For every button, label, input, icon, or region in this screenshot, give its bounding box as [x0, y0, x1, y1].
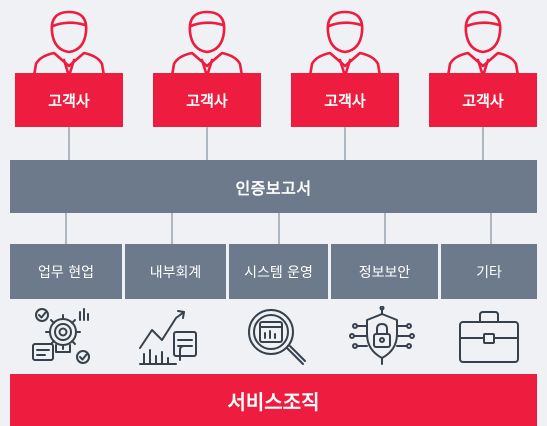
- connector-line: [171, 213, 173, 244]
- service-box-internal-accounting: 내부회계: [125, 244, 226, 299]
- service-organization-bar: 서비스조직: [10, 374, 537, 426]
- connector-line: [384, 213, 386, 244]
- connector-line: [68, 127, 70, 160]
- connector-line: [65, 213, 67, 244]
- connector-line: [344, 127, 346, 160]
- client-box-3: 고객사: [291, 73, 399, 127]
- process-gear-icon: [30, 306, 96, 368]
- report-bar: 인증보고서: [10, 160, 537, 213]
- client-box-1: 고객사: [15, 73, 123, 127]
- service-box-system-operation: 시스템 운영: [229, 244, 328, 299]
- security-lock-circuit-icon: [349, 306, 415, 368]
- connector-line: [490, 213, 492, 244]
- service-box-information-security: 정보보안: [331, 244, 438, 299]
- connector-line: [482, 127, 484, 160]
- connector-line: [206, 127, 208, 160]
- client-box-4: 고객사: [429, 73, 537, 127]
- person-icon: [30, 6, 108, 76]
- person-icon: [168, 6, 246, 76]
- growth-chart-icon: [136, 306, 202, 368]
- service-box-other: 기타: [441, 244, 537, 299]
- magnifier-report-icon: [243, 306, 309, 368]
- client-box-2: 고객사: [153, 73, 261, 127]
- person-icon: [444, 6, 522, 76]
- service-box-business: 업무 현업: [10, 244, 122, 299]
- briefcase-icon: [456, 306, 522, 368]
- person-icon: [306, 6, 384, 76]
- connector-line: [278, 213, 280, 244]
